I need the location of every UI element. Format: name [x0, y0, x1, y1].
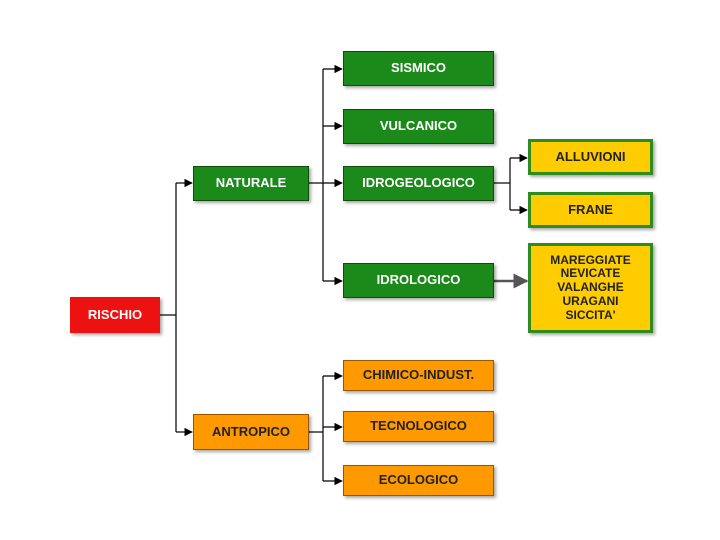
node-sismico: SISMICO [343, 51, 494, 86]
node-ecologico: ECOLOGICO [343, 465, 494, 496]
node-rischio: RISCHIO [70, 297, 160, 333]
node-idrologico: IDROLOGICO [343, 263, 494, 298]
node-idrologico-list: MAREGGIATE NEVICATE VALANGHE URAGANI SIC… [528, 243, 653, 333]
node-naturale: NATURALE [193, 166, 309, 201]
node-frane: FRANE [528, 192, 653, 228]
list-item-nevicate: NEVICATE [560, 266, 621, 281]
node-alluvioni: ALLUVIONI [528, 139, 653, 175]
list-item-siccita: SICCITA' [565, 307, 616, 322]
node-tecnologico: TECNOLOGICO [343, 411, 494, 442]
node-antropico: ANTROPICO [193, 414, 309, 450]
node-chimico-indust: CHIMICO-INDUST. [343, 360, 494, 391]
list-item-mareggiate: MAREGGIATE [550, 252, 631, 267]
node-vulcanico: VULCANICO [343, 109, 494, 144]
node-idrogeologico: IDROGEOLOGICO [343, 166, 494, 201]
list-item-valanghe: VALANGHE [557, 280, 624, 295]
list-item-uragani: URAGANI [562, 293, 619, 308]
